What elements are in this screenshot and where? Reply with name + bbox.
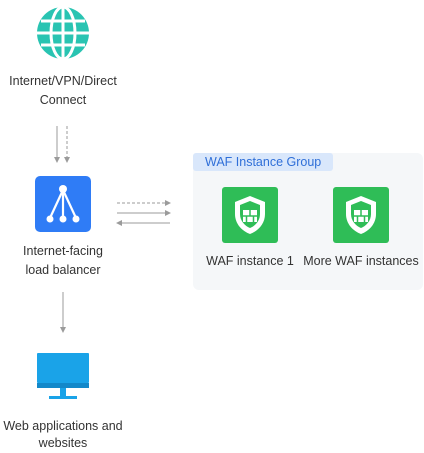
web-apps-label-line2: websites [38,436,88,450]
shield-icon [333,187,389,243]
load-balancer-icon [35,176,91,232]
internet-label-line1: Internet/VPN/Direct [9,74,117,88]
web-apps-label-line1: Web applications and [3,419,123,433]
shield-icon [222,187,278,243]
waf-instance-more-label: More WAF instances [303,254,419,268]
monitor-icon [35,349,91,403]
load-balancer-label-line1: Internet-facing [23,244,103,258]
globe-icon [35,5,91,61]
internet-label-line2: Connect [39,93,87,107]
waf-instance-1-label: WAF instance 1 [206,254,294,268]
load-balancer-label-line2: load balancer [25,263,101,277]
waf-group-title: WAF Instance Group [193,153,334,171]
